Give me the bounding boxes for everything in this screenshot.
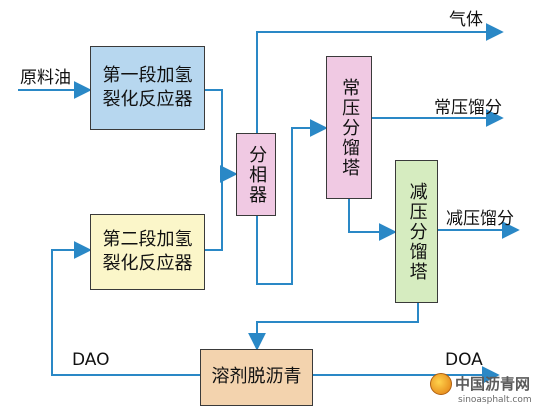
deasphalting-box: 溶剂脱沥青 (200, 349, 313, 406)
watermark-logo-icon (430, 373, 452, 395)
watermark-brand: 中国沥青网 (455, 375, 531, 393)
stage2-reactor-line1: 第二段加氢 (102, 228, 193, 250)
line-stage2-to-separator (205, 174, 223, 251)
stage1-reactor-line1: 第一段加氢 (102, 64, 193, 86)
arrow-dao-recycle (51, 241, 200, 376)
arrow-vac-to-deasphalting (248, 303, 419, 351)
stage1-reactor-box: 第一段加氢 裂化反应器 (90, 46, 205, 130)
dao-label: DAO (72, 350, 110, 370)
gas-label: 气体 (449, 10, 483, 30)
separator-label: 分相器 (246, 144, 268, 205)
feed-label: 原料油 (20, 68, 71, 88)
arrow-separator-to-atm-column (256, 119, 328, 285)
vac-column-label: 减压分馏塔 (406, 181, 428, 282)
atm-column-label: 常压分馏塔 (339, 77, 361, 178)
vac-column-box: 减压分馏塔 (395, 160, 438, 303)
stage2-reactor-line2: 裂化反应器 (102, 253, 193, 274)
vac-fraction-label: 减压馏分 (446, 209, 514, 229)
watermark-url: sinoasphalt.com (458, 395, 532, 405)
atm-column-box: 常压分馏塔 (326, 56, 372, 199)
stage1-reactor-line2: 裂化反应器 (102, 89, 193, 110)
arrow-atm-to-vac-column (348, 199, 397, 241)
arrow-separator-gas (256, 23, 504, 133)
doa-label: DOA (445, 350, 483, 370)
deasphalting-label: 溶剂脱沥青 (211, 366, 302, 388)
separator-box: 分相器 (236, 133, 276, 216)
line-stage1-to-separator (205, 89, 238, 183)
stage2-reactor-box: 第二段加氢 裂化反应器 (90, 214, 205, 290)
atm-fraction-label: 常压馏分 (434, 98, 502, 118)
